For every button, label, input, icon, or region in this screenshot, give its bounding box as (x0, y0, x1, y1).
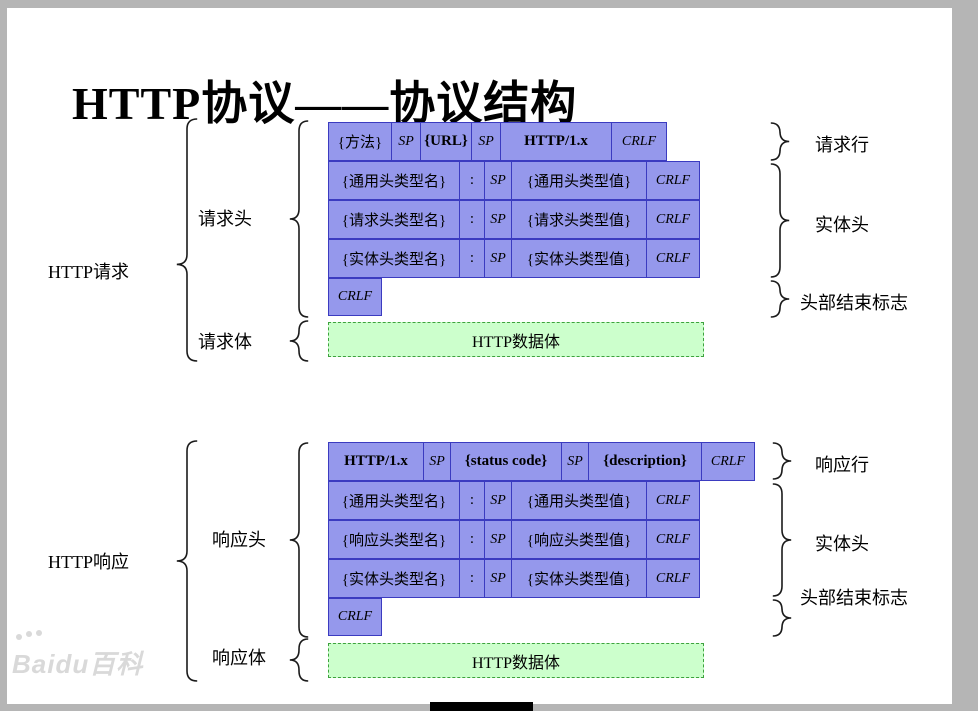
label-request-body: 请求体 (198, 332, 252, 352)
brace-request-body (289, 320, 309, 362)
cell-status-code: {status code} (450, 442, 562, 481)
label-http-response: HTTP响应 (48, 552, 129, 572)
brace-response-body (289, 638, 309, 682)
label-response-entity-headers: 实体头 (815, 534, 869, 554)
request-entity-header-row: {实体头类型名} : SP {实体头类型值} CRLF (328, 239, 700, 278)
page-title: HTTP协议——协议结构 (72, 77, 578, 129)
response-response-header-row: {响应头类型名} : SP {响应头类型值} CRLF (328, 520, 700, 559)
cell-crlf: CRLF (646, 481, 700, 520)
baidu-watermark: Baidu百科 (12, 634, 144, 681)
brace-request-headers (289, 120, 309, 318)
cell-header-name: {通用头类型名} (328, 161, 460, 200)
cell-crlf: CRLF (646, 161, 700, 200)
request-request-header-row: {请求头类型名} : SP {请求头类型值} CRLF (328, 200, 700, 239)
cell-header-name: {通用头类型名} (328, 481, 460, 520)
brace-http-request (176, 118, 198, 362)
cell-sp: SP (484, 559, 512, 598)
response-entity-header-row: {实体头类型名} : SP {实体头类型值} CRLF (328, 559, 700, 598)
frame-edge-top (0, 0, 978, 8)
baidu-watermark-text: Baidu百科 (12, 649, 144, 679)
label-http-request: HTTP请求 (48, 262, 129, 282)
label-response-line: 响应行 (815, 455, 869, 475)
cell-colon: : (459, 200, 485, 239)
cell-header-end-crlf: CRLF (328, 278, 382, 316)
bottom-black-bar (430, 702, 533, 711)
cell-header-value: {请求头类型值} (511, 200, 647, 239)
cell-header-name: {实体头类型名} (328, 239, 460, 278)
cell-header-name: {响应头类型名} (328, 520, 460, 559)
cell-crlf: CRLF (646, 200, 700, 239)
cell-crlf: CRLF (646, 520, 700, 559)
label-response-header-end: 头部结束标志 (800, 588, 908, 608)
request-data-body: HTTP数据体 (328, 322, 704, 357)
label-response-headers: 响应头 (212, 530, 266, 550)
frame-edge-left (0, 0, 7, 711)
cell-sp: SP (484, 200, 512, 239)
cell-header-value: {实体头类型值} (511, 559, 647, 598)
cell-colon: : (459, 559, 485, 598)
brace-request-entity-headers (770, 163, 790, 278)
brace-response-line (772, 442, 792, 480)
cell-header-end-crlf: CRLF (328, 598, 382, 636)
cell-header-value: {通用头类型值} (511, 161, 647, 200)
brace-response-headers (289, 442, 309, 638)
cell-header-name: {实体头类型名} (328, 559, 460, 598)
cell-sp: SP (484, 520, 512, 559)
cell-colon: : (459, 520, 485, 559)
cell-sp: SP (484, 161, 512, 200)
cell-http-version: HTTP/1.x (500, 122, 612, 161)
cell-header-name: {请求头类型名} (328, 200, 460, 239)
label-response-body: 响应体 (212, 648, 266, 668)
cell-sp: SP (391, 122, 421, 161)
brace-request-line (770, 122, 790, 161)
cell-description: {description} (588, 442, 702, 481)
cell-header-value: {实体头类型值} (511, 239, 647, 278)
brace-response-entity-headers (772, 483, 792, 597)
cell-header-value: {通用头类型值} (511, 481, 647, 520)
cell-colon: : (459, 239, 485, 278)
cell-sp: SP (471, 122, 501, 161)
label-request-entity-headers: 实体头 (815, 215, 869, 235)
label-request-header-end: 头部结束标志 (800, 293, 908, 313)
cell-crlf: CRLF (701, 442, 755, 481)
brace-response-header-end (772, 599, 792, 637)
label-request-line: 请求行 (815, 135, 869, 155)
response-general-header-row: {通用头类型名} : SP {通用头类型值} CRLF (328, 481, 700, 520)
cell-header-value: {响应头类型值} (511, 520, 647, 559)
label-request-headers: 请求头 (198, 209, 252, 229)
cell-sp: SP (561, 442, 589, 481)
request-line-row: {方法} SP {URL} SP HTTP/1.x CRLF (328, 122, 667, 161)
cell-method: {方法} (328, 122, 392, 161)
cell-crlf: CRLF (611, 122, 667, 161)
cell-http-version: HTTP/1.x (328, 442, 424, 481)
brace-http-response (176, 440, 198, 682)
baidu-paw-icon (16, 634, 22, 640)
cell-colon: : (459, 161, 485, 200)
cell-crlf: CRLF (646, 239, 700, 278)
response-line-row: HTTP/1.x SP {status code} SP {descriptio… (328, 442, 755, 481)
cell-crlf: CRLF (646, 559, 700, 598)
cell-sp: SP (484, 239, 512, 278)
cell-url: {URL} (420, 122, 472, 161)
response-data-body: HTTP数据体 (328, 643, 704, 678)
request-general-header-row: {通用头类型名} : SP {通用头类型值} CRLF (328, 161, 700, 200)
frame-edge-right (952, 0, 978, 711)
cell-colon: : (459, 481, 485, 520)
cell-sp: SP (484, 481, 512, 520)
cell-sp: SP (423, 442, 451, 481)
brace-request-header-end (770, 280, 790, 318)
